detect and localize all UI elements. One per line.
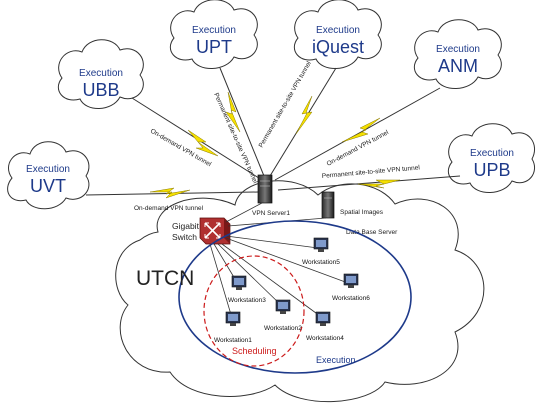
cloud-uvt: Execution UVT [7,141,90,210]
lightning-icon [187,129,219,157]
site-name-label: ANM [438,56,478,76]
workstation-icon [313,237,329,252]
site-exec-label: Execution [79,68,123,79]
site-exec-label: Execution [316,25,360,36]
execution-label: Execution [316,355,356,365]
utcn-cloud [115,180,485,402]
lan-link [209,243,233,319]
tunnel-label: Permanent site-to-site VPN tunnel [322,164,421,180]
switch-label-line2: Switch [172,232,197,242]
workstation-label: Workstation4 [306,335,344,342]
workstation-label: Workstation2 [264,325,302,332]
site-exec-label: Execution [470,148,514,159]
tunnel-line [277,175,461,191]
db-server-label: Data Base Server [346,229,398,236]
lan-link [225,235,319,249]
lightning-icon [341,117,381,143]
site-name-label: UPB [473,160,510,180]
workstation-label: Workstation6 [332,295,370,302]
switch-icon [199,217,231,245]
lightning-icon [357,179,401,189]
vpn-server-icon [257,174,273,204]
vpn-server-label: VPN Server1 [252,210,290,217]
scheduling-boundary [203,255,305,367]
workstation-label: Workstation1 [214,337,252,344]
cloud-upb: Execution UPB [447,123,535,193]
scheduling-label: Scheduling [232,346,277,356]
utcn-label: UTCN [136,267,194,290]
lightning-icon [149,187,191,199]
database-server-icon [321,191,335,219]
site-name-label: UBB [82,80,119,100]
workstation-icon [231,275,247,290]
workstation-icon [225,311,241,326]
site-name-label: UVT [30,176,66,196]
execution-boundary [178,220,412,374]
workstation-label: Workstation3 [228,297,266,304]
workstation-icon [343,273,359,288]
workstation-icon [315,311,331,326]
lightning-icons [149,91,401,199]
workstation-label: Workstation5 [302,259,340,266]
cloud-ubb: Execution UBB [57,39,144,109]
lightning-icon [225,91,241,133]
site-name-label: UPT [196,37,232,57]
lightning-icon [295,95,313,135]
spatial-images-label: Spatial Images [340,209,384,216]
site-name-label: iQuest [312,37,364,57]
site-exec-label: Execution [192,25,236,36]
lan-link [217,243,283,307]
tunnel-line [219,67,265,177]
cloud-anm: Execution ANM [413,19,502,89]
switch-label-line1: Gigabit [172,221,200,231]
tunnel-label: On-demand VPN tunnel [134,205,204,212]
cloud-upt: Execution UPT [169,0,258,69]
tunnel-label: Permanent site-to-site VPN tunnel [258,60,313,149]
site-exec-label: Execution [26,164,70,175]
site-exec-label: Execution [436,44,480,55]
cloud-iquest: Execution iQuest [293,0,382,69]
lan-link [225,202,263,223]
lan-link [225,237,349,284]
workstation-icon [275,299,291,314]
